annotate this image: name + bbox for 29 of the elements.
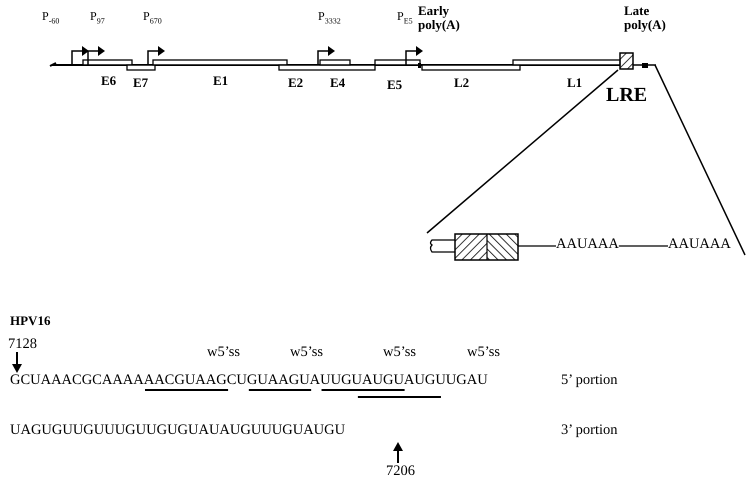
gene-label: E2 xyxy=(288,76,304,90)
signal-label: AAUAAA xyxy=(668,237,731,253)
signal-label: AAUAAA xyxy=(556,237,619,253)
portion-label: 3’ portion xyxy=(561,423,618,439)
promoter-label: P$_{-60}$ xyxy=(42,10,60,26)
gene-label: E6 xyxy=(101,74,116,88)
site-label: w5’ss xyxy=(290,345,324,361)
site-label: w5’ss xyxy=(207,345,240,361)
gene-label: E5 xyxy=(387,78,402,92)
site-label: w5’ss xyxy=(383,345,416,361)
sequence-text: GCUAAACGCAAAAAACGUAAGCUGUAAGUAUUGUAUGUAUGUUGAU xyxy=(10,373,488,389)
promoter-label: P$_{3332}$ xyxy=(318,10,341,26)
position-number: 7206 xyxy=(386,464,415,480)
gene-label: E4 xyxy=(330,76,346,90)
gene-label: LRE xyxy=(606,84,648,106)
promoter-label: P$_{670}$ xyxy=(143,10,162,26)
gene-label: E7 xyxy=(133,76,148,90)
position-number: 7128 xyxy=(8,337,37,353)
poly-a-label: Early poly(A) xyxy=(418,4,461,33)
poly-a-label: Late poly(A) xyxy=(624,4,667,33)
heading: HPV16 xyxy=(10,314,50,328)
promoter-label: P$_{97}$ xyxy=(90,10,105,26)
gene-label: E1 xyxy=(213,74,228,88)
site-label: w5’ss xyxy=(467,345,500,361)
gene-label: L1 xyxy=(567,76,582,90)
sequence-text: UAGUGUUGUUUGUUGUGUAUAUGUUUGUAUGU xyxy=(10,423,346,439)
gene-label: L2 xyxy=(454,76,470,90)
promoter-label: P$_{E5}$ xyxy=(397,10,413,26)
portion-label: 5’ portion xyxy=(561,373,618,389)
